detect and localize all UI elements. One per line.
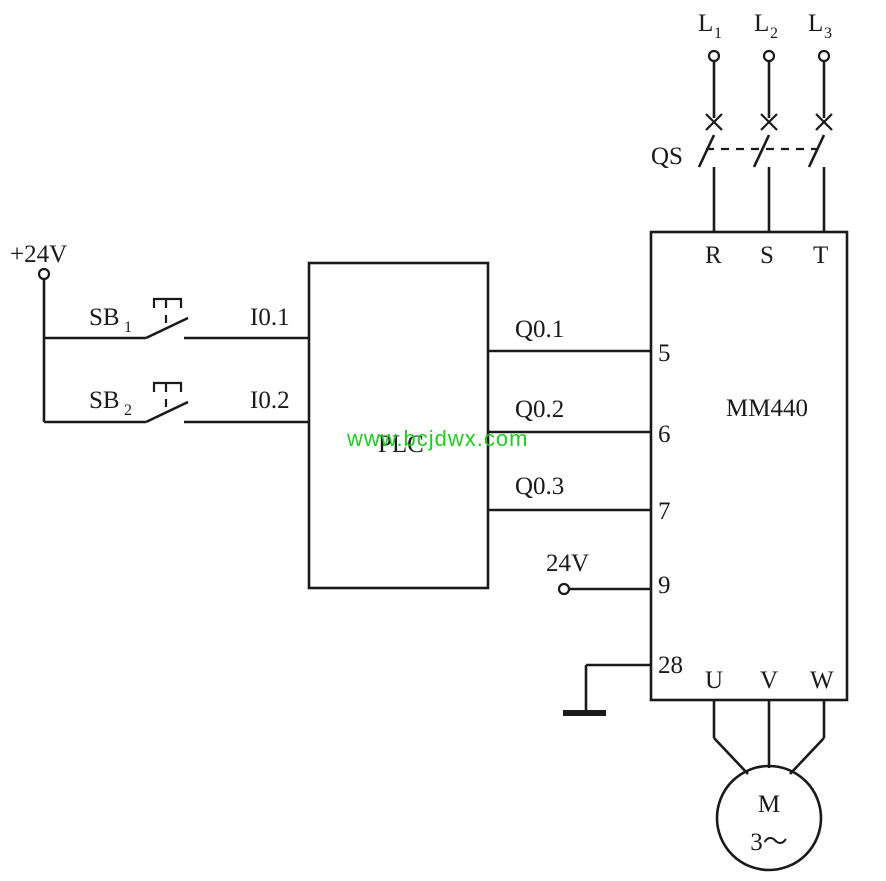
motor-phase-label: 3～ (750, 829, 788, 856)
sb2-label: SB (89, 387, 120, 414)
sb1-contact (145, 316, 189, 340)
motor-letter: M (758, 791, 780, 818)
terminal-r: R (705, 242, 722, 269)
plus-24v-terminal (37, 267, 51, 281)
sb1-label: SB (89, 304, 120, 331)
phase-l1-switch-blade (697, 134, 716, 168)
motor-wire-w-diag (789, 737, 825, 775)
terminal-28: 28 (658, 652, 683, 679)
plc-input-i01: I0.1 (250, 304, 290, 331)
sb2-contact (145, 400, 189, 424)
phase-l3-subscript: 3 (824, 25, 832, 42)
sb1-pushbutton-head (152, 297, 183, 308)
phase-l3-switch-blade (807, 134, 826, 168)
phase-l3-label: L (808, 10, 823, 37)
phase-l1-label: L (698, 10, 713, 37)
phase-l1-cross-b (705, 113, 723, 131)
aux-24v-label: 24V (546, 550, 589, 577)
sb2-pushbutton-head (152, 381, 183, 392)
phase-l1: L 1 (697, 10, 723, 232)
phase-l2: L 2 (752, 10, 778, 232)
phase-l2-subscript: 2 (770, 25, 778, 42)
plc-output-q01: Q0.1 (515, 316, 564, 343)
aux-24v-terminal (557, 582, 571, 596)
terminal-w: W (810, 667, 834, 694)
sb2-subscript: 2 (124, 402, 132, 419)
motor-symbol (715, 764, 823, 872)
terminal-6: 6 (658, 421, 671, 448)
plc-label: PLC (378, 431, 424, 458)
terminal-u: U (705, 667, 723, 694)
phase-l2-cross-b (760, 113, 778, 131)
inverter-mm440-box (649, 230, 849, 702)
terminal-s: S (760, 242, 774, 269)
push-button-sb2: SB 2 I0.2 (44, 381, 309, 424)
phase-l1-subscript: 1 (714, 25, 722, 42)
phase-l3-cross-b (815, 113, 833, 131)
isolator-qs-label: QS (651, 143, 683, 170)
phase-l2-switch-blade (752, 134, 771, 168)
terminal-5: 5 (658, 340, 671, 367)
motor-wire-u-diag (713, 737, 749, 775)
terminal-t: T (813, 242, 828, 269)
inverter-label: MM440 (726, 395, 808, 422)
watermark: www.bcjdwx.com (346, 426, 528, 451)
plc-output-q02: Q0.2 (515, 396, 564, 423)
terminal-7: 7 (658, 498, 671, 525)
plc-output-q03: Q0.3 (515, 473, 564, 500)
plc-input-i02: I0.2 (250, 387, 290, 414)
plus-24v-label: +24V (10, 241, 67, 268)
plc-box (307, 261, 490, 590)
push-button-sb1: SB 1 I0.1 (44, 297, 309, 340)
phase-l3-terminal (817, 49, 831, 63)
sb1-subscript: 1 (124, 319, 132, 336)
phase-l2-terminal (762, 49, 776, 63)
terminal-9: 9 (658, 572, 671, 599)
terminal-v: V (760, 667, 778, 694)
phase-l3: L 3 (807, 10, 833, 232)
phase-l2-label: L (754, 10, 769, 37)
phase-l1-terminal (707, 49, 721, 63)
